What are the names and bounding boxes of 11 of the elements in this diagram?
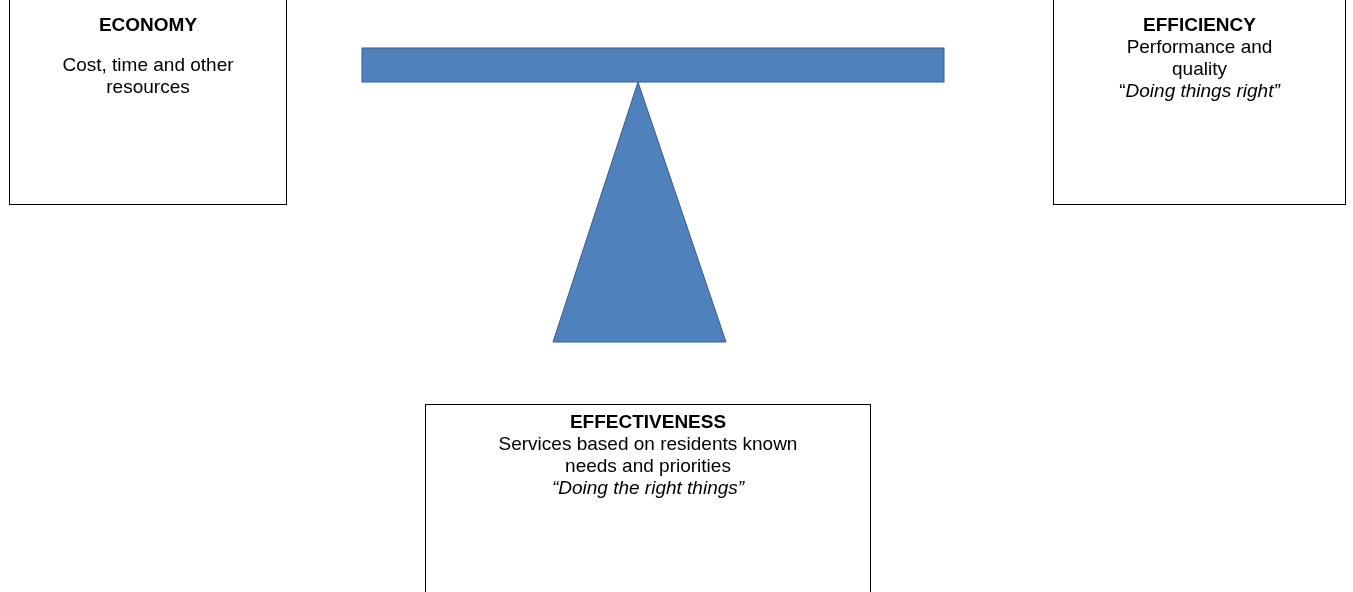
box-heading: EFFICIENCY [1142,14,1257,36]
box-heading: EFFECTIVENESS [568,411,728,433]
text-box [9,0,287,205]
box-text: Cost, time and other resources [61,54,235,98]
box-heading: ECONOMY [97,14,199,36]
box-text: “Doing things right” [1118,80,1282,102]
text-box [1053,0,1346,205]
box-text: “Doing the right things” [550,477,746,499]
box-text: Services based on residents known needs and priorities [498,433,798,477]
box-text: Performance and quality [1125,36,1274,80]
text-box [425,404,871,592]
